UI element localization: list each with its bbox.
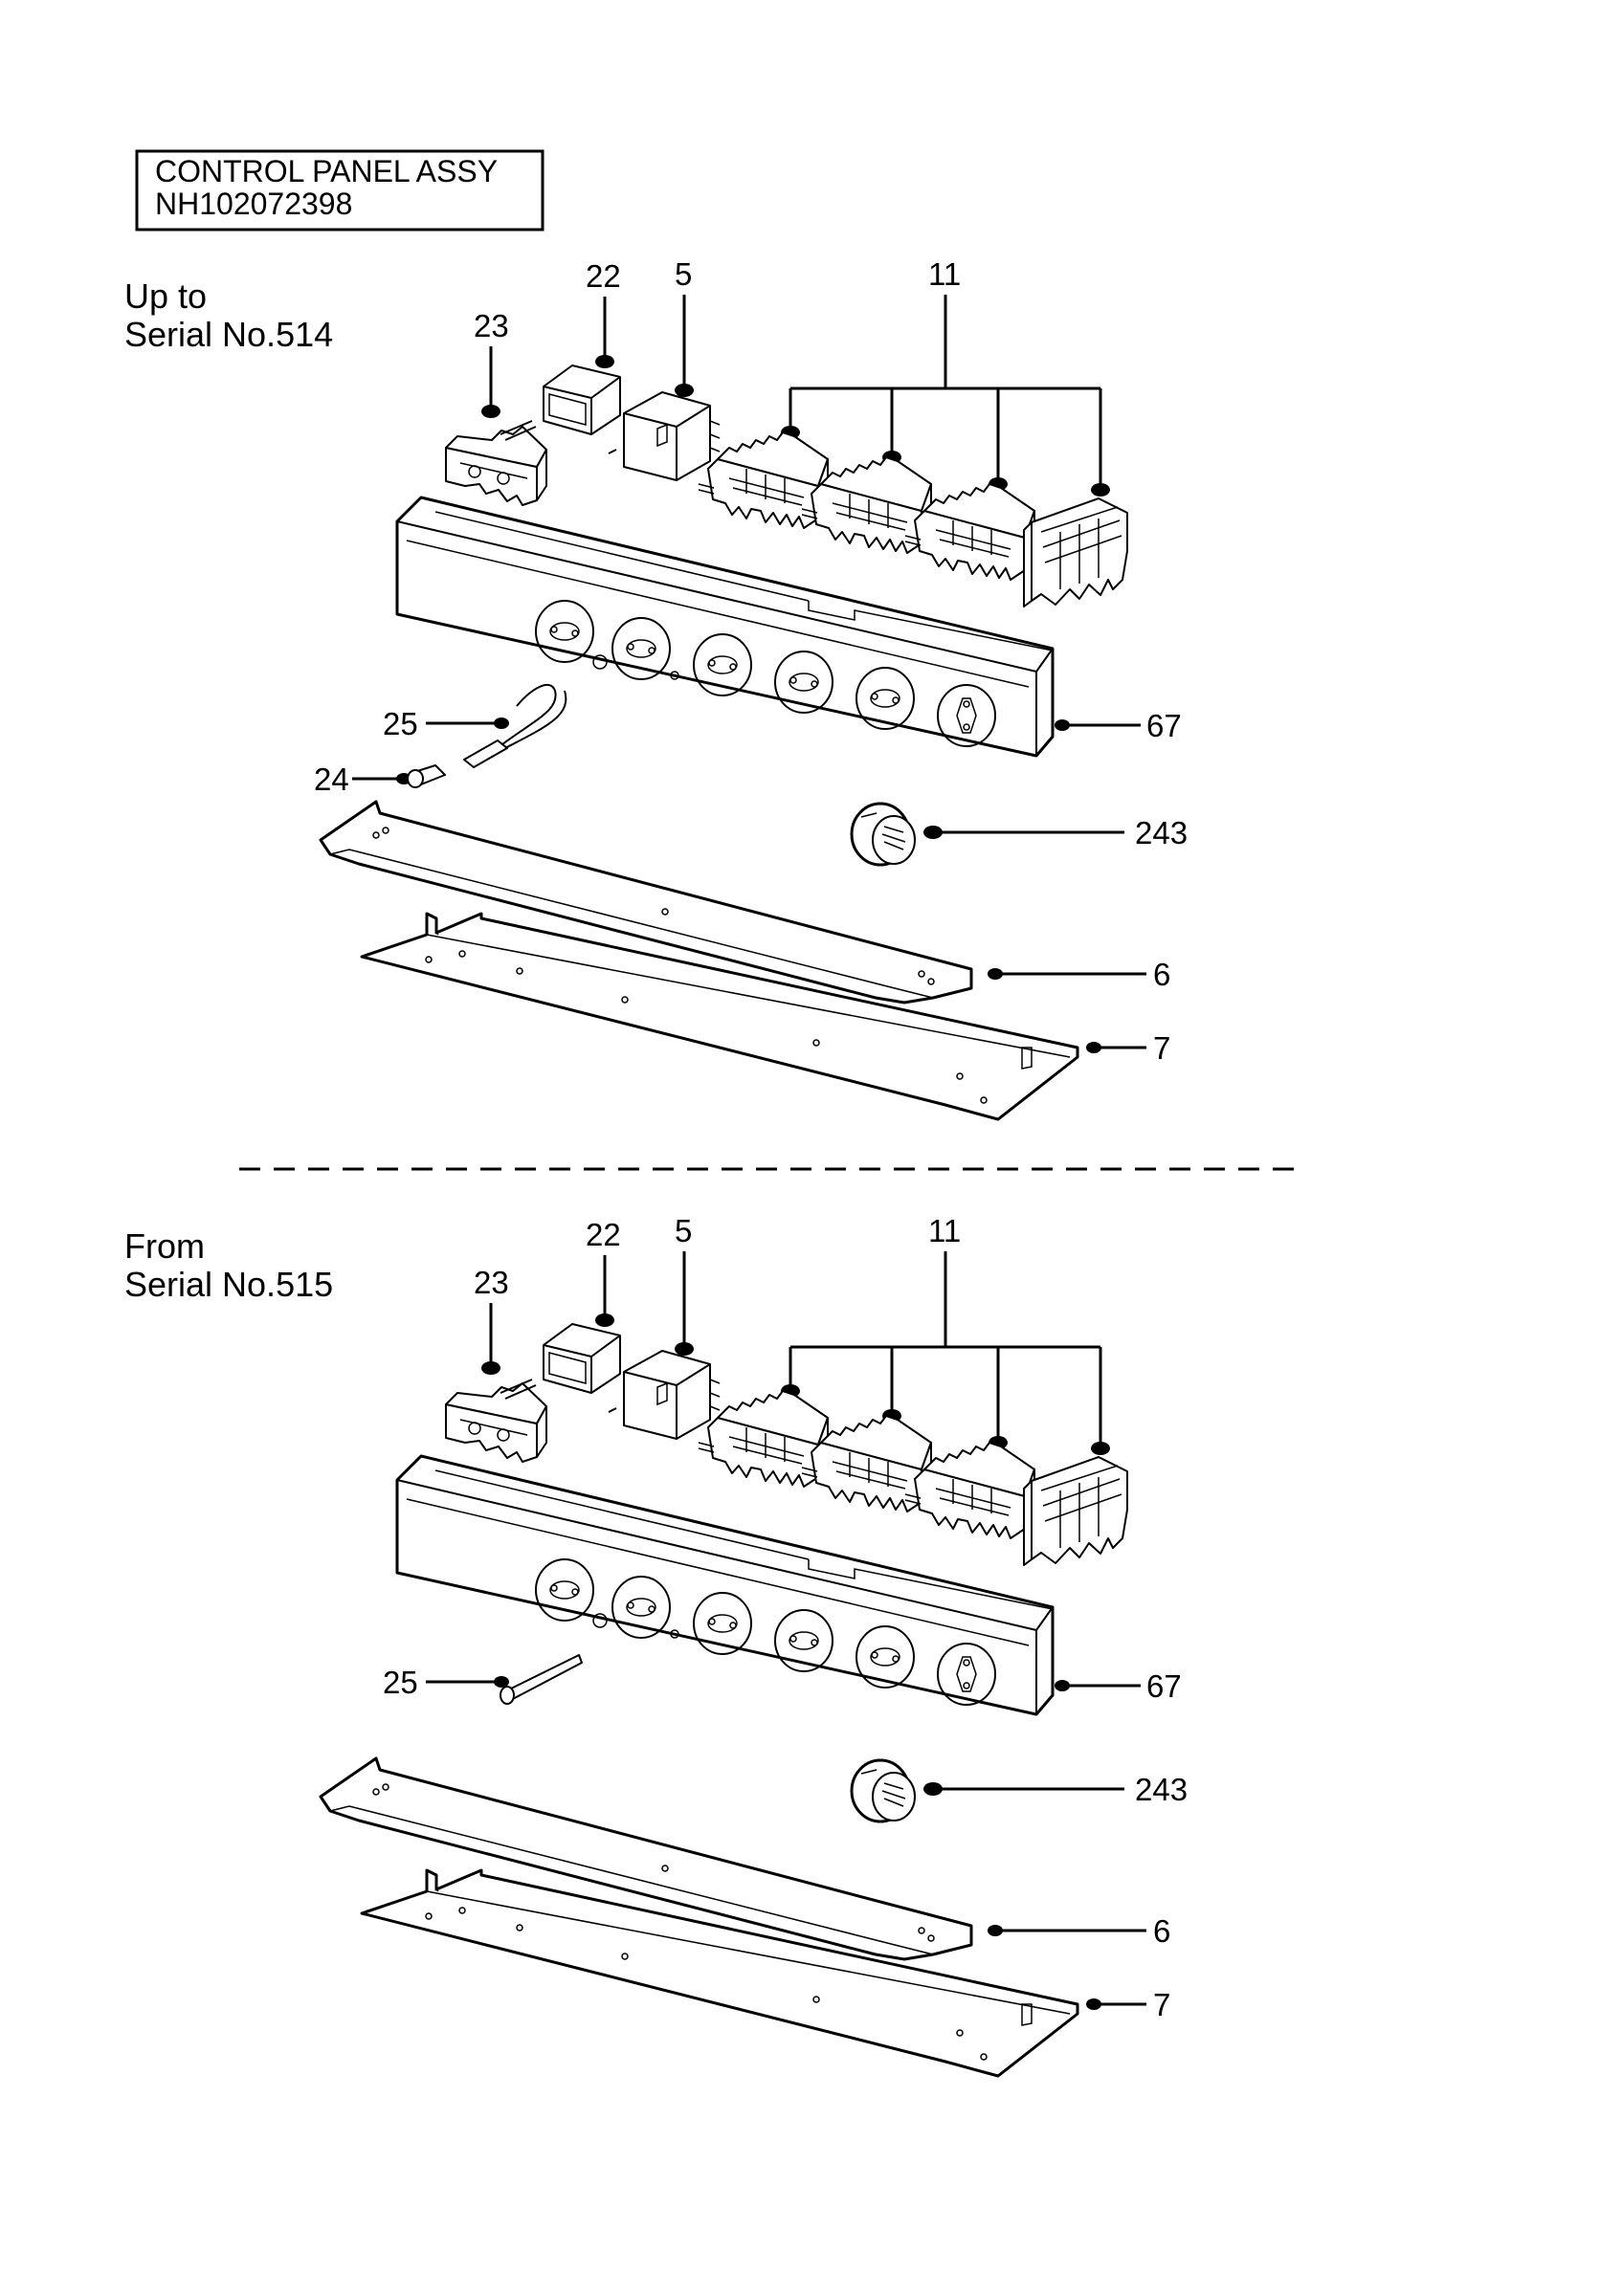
callout-23: 23	[474, 308, 509, 343]
callout-24: 24	[314, 762, 349, 797]
callout-5: 5	[675, 1213, 692, 1248]
title-line-1: CONTROL PANEL ASSY	[155, 154, 498, 188]
callout-11: 11	[928, 1213, 961, 1248]
section-from-serial-515: From Serial No.515 22 5 11 23 25	[124, 1213, 1188, 2078]
callout-5: 5	[675, 256, 692, 292]
callout-11: 11	[928, 256, 961, 292]
callout-6: 6	[1153, 1913, 1170, 1949]
callout-23: 23	[474, 1265, 509, 1300]
callout-67: 67	[1146, 708, 1182, 743]
section-label-line-2: Serial No.514	[124, 315, 333, 354]
section-label-line-1: From	[124, 1226, 205, 1266]
callout-25: 25	[383, 706, 418, 741]
callout-243: 243	[1135, 1772, 1188, 1807]
callout-6: 6	[1153, 957, 1170, 992]
callout-7: 7	[1153, 1987, 1170, 2022]
callout-7: 7	[1153, 1030, 1170, 1066]
section-label-line-1: Up to	[124, 276, 207, 316]
title-box: CONTROL PANEL ASSY NH102072398	[135, 149, 544, 232]
callout-22: 22	[586, 1217, 621, 1252]
callout-22: 22	[586, 258, 621, 294]
section-up-to-serial-514: Up to Serial No.514 22 5 11 23 25	[124, 256, 1188, 1121]
callout-25: 25	[383, 1665, 418, 1700]
title-line-2: NH102072398	[155, 187, 352, 221]
callout-67: 67	[1146, 1668, 1182, 1704]
section-label-line-2: Serial No.515	[124, 1265, 333, 1304]
callout-243: 243	[1135, 815, 1188, 850]
